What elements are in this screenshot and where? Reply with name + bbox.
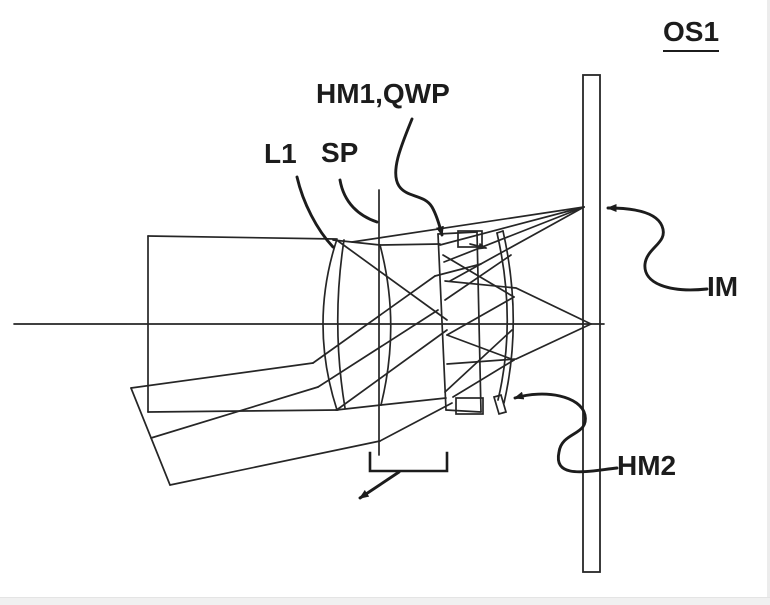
label-hm2: HM2 bbox=[617, 450, 677, 481]
l1-leader-line bbox=[295, 175, 335, 249]
axial-beam-rays bbox=[147, 235, 339, 413]
hm2-meniscus-outline bbox=[492, 230, 515, 416]
hm2-leader-arrow bbox=[513, 391, 619, 474]
page-footer-strip bbox=[0, 597, 770, 605]
im-leader-arrow bbox=[606, 204, 709, 292]
oblique-beam-rays bbox=[130, 362, 381, 486]
rays-to-image-center bbox=[444, 280, 592, 365]
hm1-qwp-leader-arrow bbox=[394, 117, 444, 237]
lens-l1-outline bbox=[322, 238, 392, 411]
label-hm1-qwp: HM1,QWP bbox=[316, 78, 450, 109]
hm1-qwp-plate-outline bbox=[437, 230, 484, 415]
rays-to-image-top bbox=[351, 206, 585, 282]
system-label-os1: OS1 bbox=[663, 18, 720, 52]
label-l1: L1 bbox=[264, 138, 297, 169]
sp-leader-line bbox=[338, 178, 379, 224]
page-right-edge bbox=[767, 0, 770, 605]
label-sp: SP bbox=[321, 137, 359, 168]
label-im: IM bbox=[707, 271, 739, 302]
bottom-bracket bbox=[358, 451, 449, 500]
internal-rays bbox=[312, 240, 482, 442]
